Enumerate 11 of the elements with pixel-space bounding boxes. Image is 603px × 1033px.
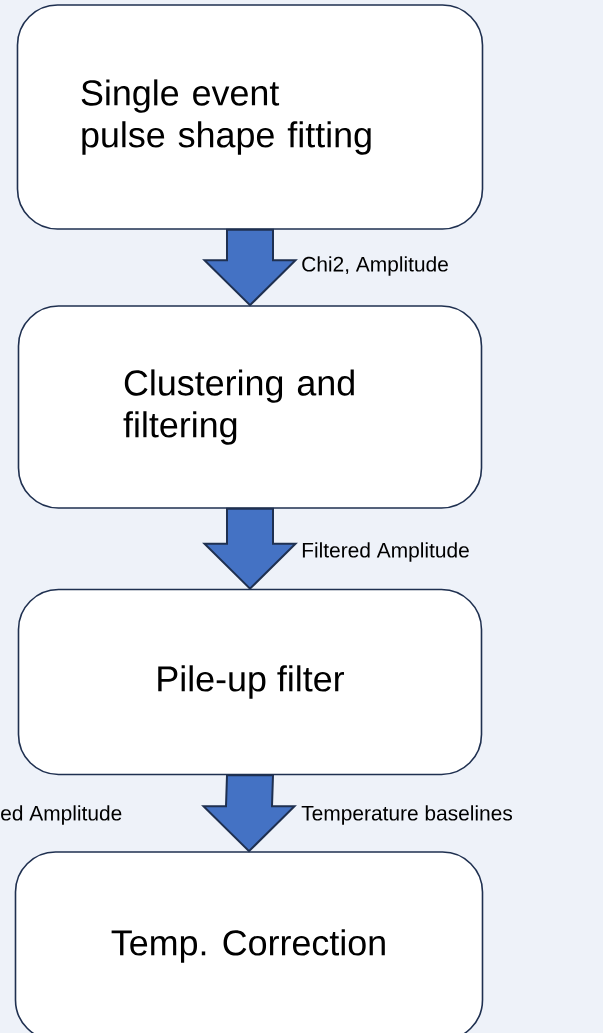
- block-arrow: [202, 228, 298, 307]
- block-arrow: [202, 507, 298, 591]
- block-arrow: [201, 774, 297, 853]
- edge-label: Chi2, Amplitude: [302, 256, 448, 276]
- label: ed Amplitude: [1, 805, 122, 825]
- process-box: Single event pulse shape fitting: [16, 4, 484, 230]
- process-box: Pile-up filter: [17, 588, 483, 776]
- edge-label: Filtered Amplitude: [302, 542, 469, 562]
- edge-label: Temperature baselines: [301, 805, 513, 825]
- process-box: Temp. Correction: [14, 851, 484, 1033]
- process-box: Clustering and filtering: [17, 305, 483, 509]
